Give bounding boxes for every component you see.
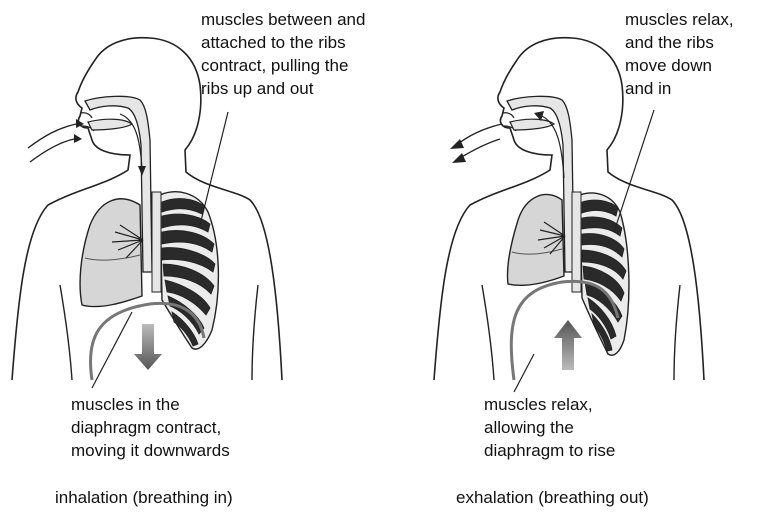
lung: [80, 199, 142, 307]
sternum: [572, 192, 581, 292]
exhalation-bottom-note: muscles relax, allowing the diaphragm to…: [484, 393, 615, 462]
exhalation-caption: exhalation (breathing out): [456, 488, 649, 508]
oral-cavity: [510, 119, 554, 130]
airflow-out-arrowhead-2: [452, 153, 466, 163]
lung: [507, 194, 564, 285]
sternum: [152, 192, 161, 292]
inhalation-top-note: muscles between and attached to the ribs…: [201, 8, 365, 100]
diaphragm-up-arrow: [554, 320, 582, 370]
exhalation-top-note: muscles relax, and the ribs move down an…: [625, 8, 734, 100]
bottom-note-leader: [92, 312, 132, 388]
top-note-leader: [200, 112, 228, 225]
oral-cavity: [88, 119, 132, 130]
diaphragm-down-arrow: [134, 324, 162, 370]
top-note-leader: [614, 110, 654, 232]
bottom-note-leader: [514, 354, 534, 392]
airflow-in-arrow-1: [28, 124, 76, 148]
inhalation-bottom-note: muscles in the diaphragm contract, movin…: [71, 393, 230, 462]
airflow-out-arrow-2: [460, 139, 500, 158]
airflow-in-arrowhead-2: [74, 134, 82, 143]
inhalation-caption: inhalation (breathing in): [55, 488, 233, 508]
